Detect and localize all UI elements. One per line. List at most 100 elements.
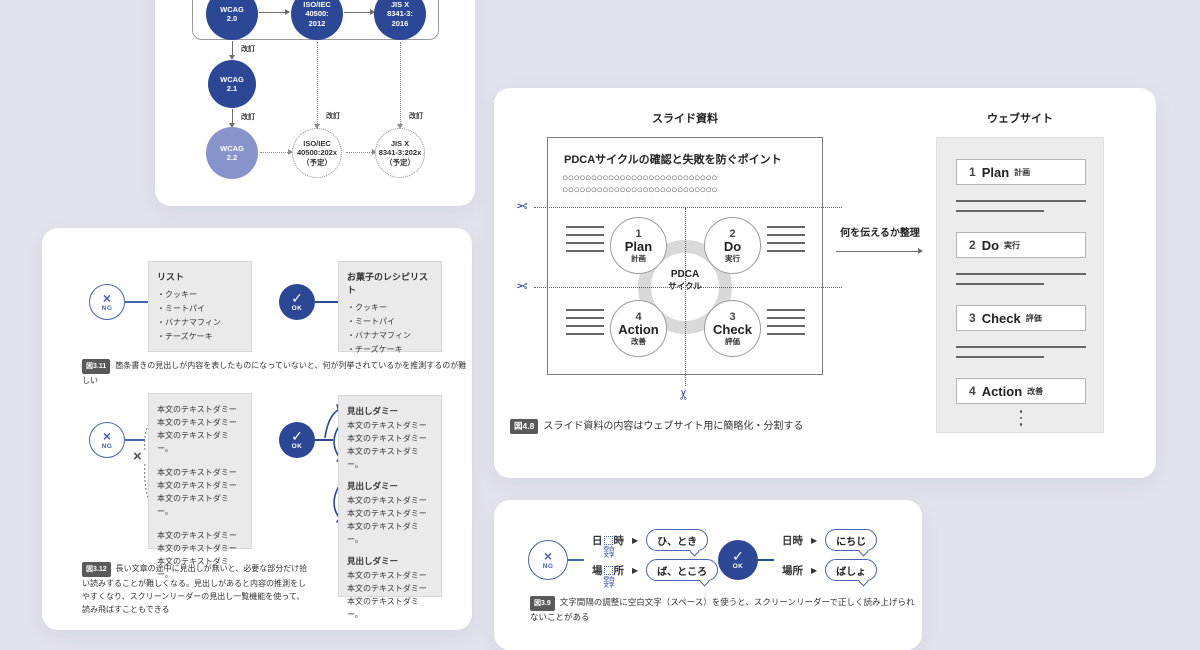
space-label-line: 文字 — [603, 552, 615, 559]
step-number: 2 — [729, 227, 736, 240]
node-line: ISO/IEC — [303, 0, 331, 9]
pdca-slide-to-web-card: スライド資料 ウェブサイト PDCAサイクルの確認と失敗を防ぐポイント ○○○○… — [494, 88, 1156, 478]
dummy-heading: 見出しダミー — [347, 556, 399, 566]
caption-text: 文字間隔の調整に空白文字（スペース）を使うと、スクリーンリーダーで正しく読み上げ… — [530, 597, 915, 622]
ok-row-place: 場所 ▶ ばしょ — [782, 559, 878, 587]
node-line: （予定） — [301, 157, 332, 167]
web-item-check: 3 Check 評価 — [956, 305, 1086, 331]
arrow-wcag20-down — [229, 41, 235, 60]
whitespace-reading-card: × NG 日空白文字時 ▶ ひ、とき 場空白文字所 ▶ ば、ところ ✓ OK 日… — [494, 500, 922, 650]
connector-line — [315, 301, 338, 303]
check-icon: ✓ — [291, 428, 303, 444]
word: 日時 — [782, 534, 803, 547]
cycle-step-plan: 1 Plan 計画 — [610, 217, 667, 274]
ng-list-box: リスト ・クッキー ・ミートパイ ・バナナマフィン ・チーズケーキ — [148, 261, 252, 352]
node-line: 2.0 — [226, 14, 238, 23]
ok-list-box: お菓子のレシピリスト ・クッキー ・ミートパイ ・バナナマフィン ・チーズケーキ — [338, 261, 442, 354]
node-line: 40500: — [305, 9, 329, 19]
item-number: 4 — [969, 384, 976, 398]
space-char-box: 空白文字 — [603, 535, 615, 559]
transfer-label: 何を伝えるか整理 — [840, 228, 920, 239]
reading-text: ば、ところ — [657, 566, 708, 578]
space-label-line: 空白 — [603, 546, 615, 553]
body-dummy-paragraph: 本文のテキストダミー本文のテキストダミー本文のテキストダミー。 — [347, 496, 427, 544]
reading-text: ひ、とき — [657, 536, 698, 548]
list-item: ・バナナマフィン — [157, 318, 221, 327]
list-item: ・ミートパイ — [157, 304, 205, 313]
step-name: Check — [712, 321, 753, 337]
ng-row-date: 日空白文字時 ▶ ひ、とき — [592, 529, 709, 559]
dummy-heading: 見出しダミー — [347, 481, 399, 491]
web-item-plan: 1 Plan 計画 — [956, 159, 1086, 185]
connector-line — [568, 559, 584, 561]
check-icon: ✓ — [732, 548, 744, 564]
ng-badge: × NG — [89, 284, 125, 320]
item-number: 1 — [969, 165, 976, 179]
item-jp: 計画 — [1014, 167, 1031, 177]
ng-row-place: 場空白文字所 ▶ ば、ところ — [592, 559, 719, 589]
arrow-iso-future-down — [314, 42, 320, 129]
node-line: WCAG — [220, 74, 244, 84]
node-line: 8341-3: — [387, 9, 413, 19]
list-title: お菓子のレシピリスト — [347, 272, 429, 295]
cycle-label-line: サイクル — [668, 281, 702, 291]
ng-label: NG — [101, 305, 113, 312]
placeholder-lines — [767, 226, 805, 258]
node-line: （予定） — [384, 157, 415, 167]
ng-badge: × NG — [89, 422, 125, 458]
space-label-line: 空白 — [603, 576, 615, 583]
step-jp: 評価 — [725, 336, 740, 346]
space-char-label: 空白文字 — [597, 547, 622, 559]
web-item-action: 4 Action 改善 — [956, 378, 1086, 404]
cycle-step-action: 4 Action 改善 — [610, 300, 667, 357]
x-icon: × — [543, 548, 553, 564]
item-jp: 評価 — [1025, 313, 1042, 323]
triangle-right-icon: ▶ — [632, 535, 639, 545]
node-line: 8341-3:202x — [378, 148, 422, 158]
placeholder-text-row: ○○○○○○○○○○○○○○○○○○○○○○○○○○○ — [562, 172, 718, 184]
figure-number-badge: 図3.9 — [530, 596, 555, 611]
caption-text: スライド資料の内容はウェブサイト用に簡略化・分割する — [543, 421, 804, 432]
step-number: 4 — [635, 310, 642, 323]
revision-label: 改訂 — [409, 113, 423, 120]
arrow-wcag22-to-iso-future — [260, 148, 293, 155]
body-dummy-paragraph: 本文のテキストダミー本文のテキストダミー本文のテキストダミー。 — [347, 421, 427, 469]
cut-line-vertical — [685, 208, 686, 386]
word: 場所 — [782, 564, 803, 577]
node-line: 2.1 — [226, 84, 238, 93]
placeholder-line — [956, 283, 1044, 285]
placeholder-lines — [566, 226, 604, 258]
connector-line — [315, 439, 333, 441]
node-line: JIS X — [390, 138, 410, 148]
step-jp: 計画 — [631, 253, 646, 263]
node-line: 2.2 — [226, 153, 238, 162]
space-char-box: 空白文字 — [603, 565, 615, 589]
connector-line — [758, 559, 774, 561]
revision-label: 改訂 — [326, 113, 340, 120]
cycle-step-check: 3 Check 評価 — [704, 300, 761, 357]
list-title: リスト — [157, 272, 185, 282]
triangle-right-icon: ▶ — [811, 535, 818, 545]
step-number: 3 — [729, 310, 736, 323]
list-item: ・チーズケーキ — [347, 345, 403, 354]
node-line: 40500:202x — [296, 148, 338, 158]
item-number: 2 — [969, 238, 976, 252]
scissors-icon: ✂ — [516, 198, 528, 214]
body-dummy-paragraph: 本文のテキストダミー本文のテキストダミー本文のテキストダミー。 — [157, 468, 237, 516]
ng-text-box: 本文のテキストダミー本文のテキストダミー本文のテキストダミー。 本文のテキストダ… — [148, 393, 252, 579]
item-name: Action — [981, 383, 1023, 399]
word-part: 日 — [592, 534, 603, 547]
ok-badge: ✓ OK — [279, 422, 315, 458]
arrow-wcag20-to-iso — [259, 8, 290, 15]
placeholder-line — [956, 210, 1044, 212]
arrow-iso-future-to-jis-future — [346, 148, 377, 155]
node-line: WCAG — [220, 4, 244, 14]
list-item: ・クッキー — [347, 303, 387, 312]
item-number: 3 — [969, 311, 976, 325]
